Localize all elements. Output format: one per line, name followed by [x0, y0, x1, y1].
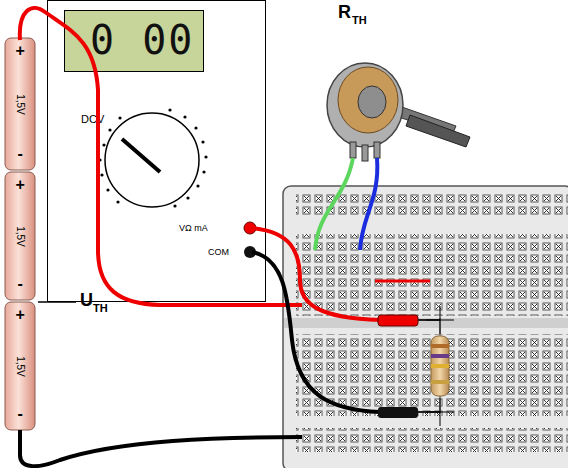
red-test-lead [252, 228, 380, 320]
voltage-subscript: TH [93, 302, 108, 314]
polarity-mark: - [18, 275, 23, 293]
blue-wire [360, 158, 377, 250]
black-test-lead [252, 252, 380, 412]
voltage-label: 1,5V [14, 226, 25, 247]
polarity-mark: - [18, 145, 23, 163]
polarity-mark: + [16, 176, 25, 194]
battery-cell: +1,5V - [5, 38, 35, 170]
red-probe [378, 306, 454, 334]
green-wire [315, 158, 353, 250]
jack-label: COM [208, 247, 229, 257]
component-label: R [338, 2, 351, 23]
lcd-display: 0 00 [64, 10, 204, 72]
voltage-label: 1,5V [14, 356, 25, 377]
jack-label: VΩ mA [179, 223, 208, 233]
voltage-label: 1,5V [14, 94, 25, 115]
breadboard [283, 186, 568, 468]
polarity-mark: + [16, 306, 25, 324]
potentiometer [327, 63, 470, 161]
battery-cell: +1,5V - [5, 302, 35, 430]
display-value: 0 00 [90, 17, 194, 63]
black-probe [378, 398, 454, 426]
battery-cell: +1,5V - [5, 172, 35, 300]
battery-cells [5, 38, 35, 430]
resistor-symbol [431, 318, 449, 412]
polarity-mark: + [16, 42, 25, 60]
jumper-wire [375, 280, 430, 283]
voltage-label: U [80, 290, 93, 311]
polarity-mark: - [18, 405, 23, 423]
multimeter-body: DCV VΩ mA COM 0 00 [47, 0, 266, 302]
component-subscript: TH [352, 14, 367, 26]
black-wire [20, 430, 302, 466]
mode-label: DCV [81, 113, 104, 125]
